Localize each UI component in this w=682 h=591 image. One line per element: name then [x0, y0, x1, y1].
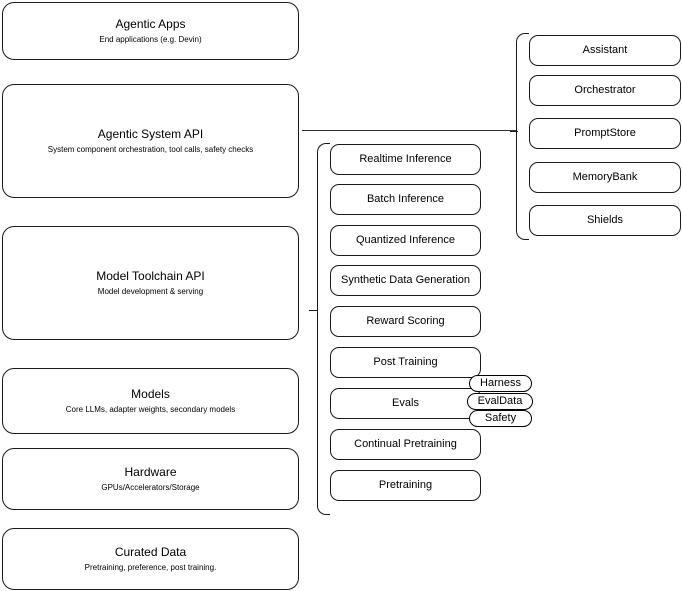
stack-layer-agentic-system-api[interactable]: Agentic System API System component orch…	[2, 84, 299, 198]
system-component-promptstore[interactable]: PromptStore	[529, 118, 681, 149]
toolchain-item-label: Batch Inference	[366, 193, 445, 205]
stack-layer-title: Models	[131, 387, 170, 401]
toolchain-item-label: Reward Scoring	[366, 315, 445, 327]
stack-layer-model-toolchain-api[interactable]: Model Toolchain API Model development & …	[2, 226, 299, 340]
evals-subcomponent-safety[interactable]: Safety	[469, 410, 532, 427]
stack-layer-curated-data[interactable]: Curated Data Pretraining, preference, po…	[2, 528, 299, 590]
stack-layer-subtitle: System component orchestration, tool cal…	[47, 145, 254, 154]
toolchain-item-label: Evals	[392, 397, 419, 409]
bracket-tick-system-components	[510, 131, 518, 132]
toolchain-item-batch-inference[interactable]: Batch Inference	[330, 184, 481, 215]
stack-layer-title: Model Toolchain API	[96, 269, 205, 283]
toolchain-item-label: Pretraining	[378, 479, 433, 491]
evals-subcomponent-label: Safety	[484, 412, 517, 424]
toolchain-item-post-training[interactable]: Post Training	[330, 347, 481, 378]
toolchain-item-label: Synthetic Data Generation	[340, 274, 471, 286]
evals-subcomponent-label: Harness	[480, 377, 521, 389]
system-component-memorybank[interactable]: MemoryBank	[529, 162, 681, 193]
connector-system-api-to-components	[302, 130, 516, 131]
bracket-tick-toolchain-components	[309, 310, 318, 311]
toolchain-item-label: Post Training	[373, 356, 438, 368]
stack-layer-subtitle: End applications (e.g. Devin)	[99, 35, 202, 44]
evals-subcomponent-evaldata[interactable]: EvalData	[467, 393, 533, 410]
system-component-label: Assistant	[582, 44, 628, 56]
stack-layer-subtitle: Core LLMs, adapter weights, secondary mo…	[65, 405, 236, 414]
bracket-toolchain-components	[317, 143, 330, 515]
stack-layer-models[interactable]: Models Core LLMs, adapter weights, secon…	[2, 368, 299, 434]
toolchain-item-quantized-inference[interactable]: Quantized Inference	[330, 225, 481, 256]
system-component-label: Orchestrator	[574, 84, 636, 96]
stack-layer-hardware[interactable]: Hardware GPUs/Accelerators/Storage	[2, 448, 299, 510]
evals-subcomponent-harness[interactable]: Harness	[469, 375, 532, 392]
evals-subcomponent-label: EvalData	[477, 395, 523, 407]
stack-layer-subtitle: Pretraining, preference, post training.	[84, 563, 217, 572]
stack-layer-title: Agentic System API	[97, 127, 204, 141]
stack-layer-title: Agentic Apps	[115, 17, 186, 31]
stack-layer-title: Curated Data	[114, 545, 187, 559]
system-component-label: Shields	[586, 214, 624, 226]
toolchain-item-continual-pretraining[interactable]: Continual Pretraining	[330, 429, 481, 460]
stack-layer-subtitle: Model development & serving	[97, 287, 204, 296]
system-component-assistant[interactable]: Assistant	[529, 35, 681, 66]
stack-layer-agentic-apps[interactable]: Agentic Apps End applications (e.g. Devi…	[2, 2, 299, 60]
toolchain-item-realtime-inference[interactable]: Realtime Inference	[330, 144, 481, 175]
toolchain-item-label: Quantized Inference	[355, 234, 456, 246]
toolchain-item-label: Realtime Inference	[359, 153, 452, 165]
system-component-orchestrator[interactable]: Orchestrator	[529, 75, 681, 106]
toolchain-item-reward-scoring[interactable]: Reward Scoring	[330, 306, 481, 337]
system-component-label: MemoryBank	[572, 171, 638, 183]
system-component-shields[interactable]: Shields	[529, 205, 681, 236]
system-component-label: PromptStore	[574, 127, 636, 139]
bracket-system-components	[516, 33, 529, 240]
stack-layer-subtitle: GPUs/Accelerators/Storage	[101, 483, 200, 492]
toolchain-item-evals[interactable]: Evals	[330, 388, 481, 419]
toolchain-item-pretraining[interactable]: Pretraining	[330, 470, 481, 501]
toolchain-item-label: Continual Pretraining	[354, 438, 457, 450]
toolchain-item-synthetic-data-generation[interactable]: Synthetic Data Generation	[330, 265, 481, 296]
stack-layer-title: Hardware	[124, 465, 177, 479]
